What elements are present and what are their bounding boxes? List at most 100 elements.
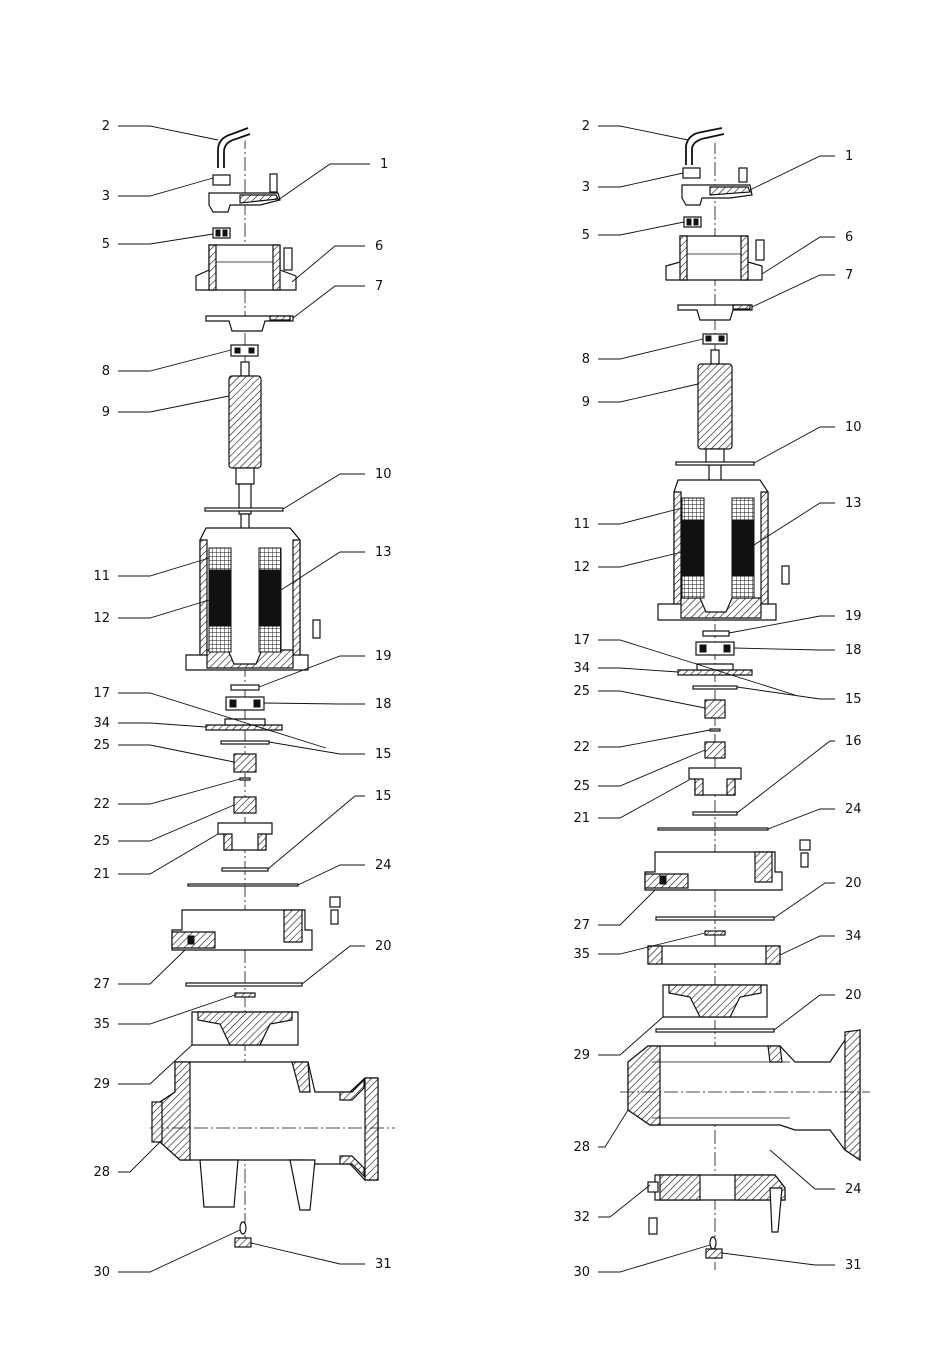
right-part-number-24: 24 [845,802,862,817]
right-leader-line-12 [598,552,682,567]
left-part-15-gasket [221,741,269,744]
left-part-number-19: 19 [375,649,392,664]
left-leader-line-30 [118,1230,240,1272]
left-part-number-29: 29 [93,1077,110,1092]
right-part-6-housing [666,236,764,280]
left-part-25-seal-a [234,754,256,772]
left-part-number-9: 9 [102,405,110,420]
left-part-number-1: 1 [380,157,388,172]
left-leader-line-3 [118,178,213,196]
left-part-number-25: 25 [93,738,110,753]
left-part-7-plate [206,316,293,331]
left-leader-line-5 [118,234,213,244]
right-part-number-25: 25 [573,779,590,794]
right-part-number-17: 17 [573,633,590,648]
left-part-28-casing [150,1062,395,1210]
right-part-number-9: 9 [582,395,590,410]
left-leader-line-17 [118,693,326,748]
right-part-number-10: 10 [845,420,862,435]
left-part-number-11: 11 [93,569,110,584]
left-part-number-27: 27 [93,977,110,992]
left-part-number-18: 18 [375,697,392,712]
left-part-number-12: 12 [93,611,110,626]
left-part-15-gasket-b [222,868,268,871]
right-part-number-8: 8 [582,352,590,367]
left-part-number-31: 31 [375,1257,392,1272]
left-part-number-3: 3 [102,189,110,204]
left-part-number-6: 6 [375,239,383,254]
right-part-number-20: 20 [845,988,862,1003]
right-leader-line-2 [598,126,688,140]
left-part-21-seat [218,823,272,850]
right-part-number-27: 27 [573,918,590,933]
right-part-number-3: 3 [582,180,590,195]
right-leader-line-7 [752,275,835,307]
right-part-number-21: 21 [573,811,590,826]
right-part-29-impeller [663,985,767,1017]
left-part-number-22: 22 [93,797,110,812]
left-part-number-15: 15 [375,789,392,804]
right-part-18-bearing [696,642,734,655]
right-part-35-key [705,931,725,935]
left-part-35-key [235,993,255,997]
left-leader-line-20 [302,946,365,984]
left-part-number-24: 24 [375,858,392,873]
left-leader-line-15 [269,742,365,754]
left-leader-line-1 [278,164,370,200]
right-part-number-30: 30 [573,1265,590,1280]
right-part-number-12: 12 [573,560,590,575]
left-leader-line-6 [292,246,365,282]
right-leader-line-24 [768,809,835,829]
left-part-number-2: 2 [102,119,110,134]
left-part-8-bearing [231,345,258,356]
right-leader-line-20 [774,995,835,1030]
right-part-number-18: 18 [845,643,862,658]
right-leader-line-15 [737,687,835,699]
left-part-number-5: 5 [102,237,110,252]
right-part-27-cover [645,840,810,890]
right-leader-line-16 [737,741,835,813]
left-part-30-pin [240,1222,246,1234]
right-part-number-7: 7 [845,268,853,283]
right-part-8-bearing [703,334,727,344]
left-pump-drawing [150,128,395,1247]
right-part-number-19: 19 [845,609,862,624]
left-leader-line-15 [268,796,365,869]
left-leader-line-24 [298,865,365,885]
left-leader-line-10 [283,474,365,509]
left-part-number-25: 25 [93,834,110,849]
left-part-6-housing [196,245,296,290]
right-part-28-casing [620,1030,870,1160]
right-part-number-24: 24 [845,1182,862,1197]
left-leader-line-22 [118,779,240,804]
left-leader-line-25 [118,805,234,841]
right-leader-line-11 [598,508,682,524]
right-leader-line-20 [774,883,835,918]
right-leader-line-8 [598,339,703,359]
right-leader-line-25 [598,691,705,708]
left-part-24-ring [188,884,298,886]
left-part-number-13: 13 [375,545,392,560]
right-leader-line-18 [734,648,835,650]
left-part-29-impeller [192,1012,298,1045]
left-part-31-nut [235,1238,251,1247]
right-part-number-6: 6 [845,230,853,245]
left-leader-line-31 [251,1243,365,1264]
left-part-number-34: 34 [93,716,110,731]
right-part-11-casing [658,480,789,620]
right-part-number-15: 15 [845,692,862,707]
left-part-number-8: 8 [102,364,110,379]
right-part-32-base [648,1175,785,1234]
left-part-number-35: 35 [93,1017,110,1032]
right-leader-line-22 [598,730,710,747]
right-part-number-16: 16 [845,734,862,749]
left-part-number-20: 20 [375,939,392,954]
left-part-9-rotor [229,362,261,552]
right-part-16-gasket [693,812,737,815]
left-part-number-28: 28 [93,1165,110,1180]
right-part-25-seal-b [705,742,725,758]
right-leader-line-5 [598,222,684,235]
right-part-21-seat [689,768,741,795]
right-part-30-pin [710,1237,716,1249]
right-part-20-gasket [656,917,774,920]
